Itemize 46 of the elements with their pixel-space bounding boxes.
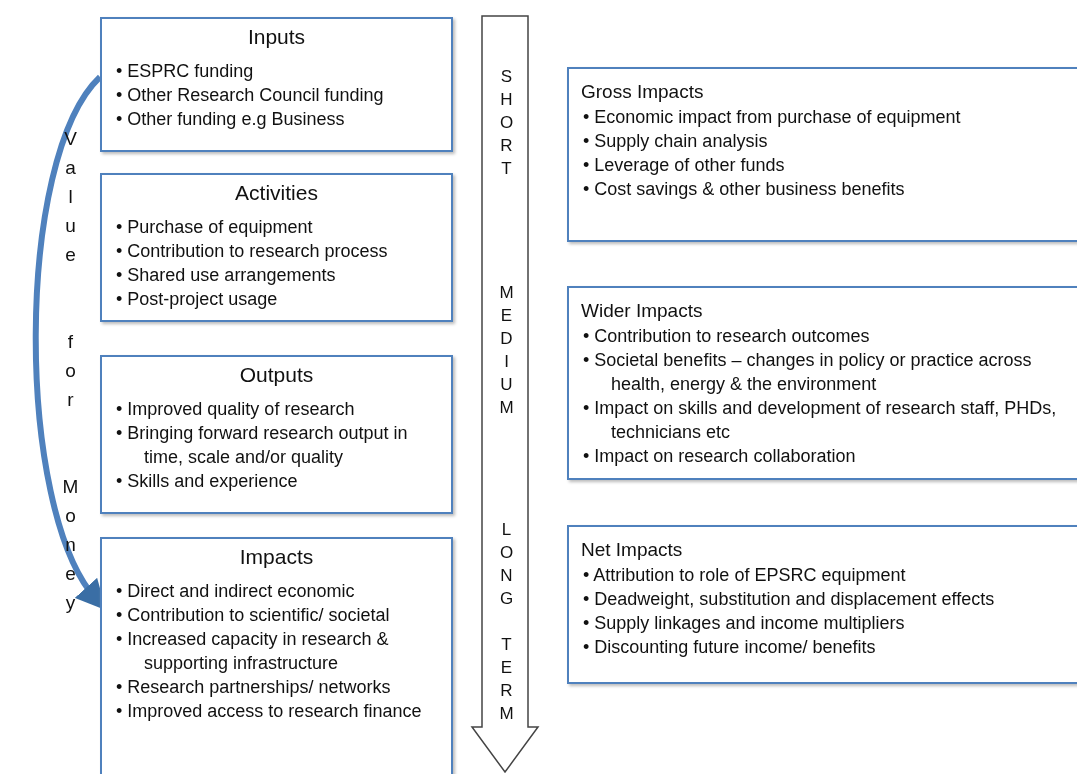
bullet-item: • Supply chain analysis <box>583 130 769 153</box>
bullet-item: • Impact on skills and development of research staff, PHDs, technicians etc <box>583 397 1058 444</box>
text-box <box>100 17 453 152</box>
time-label: LONG TERM <box>496 520 517 727</box>
bullet-item: • Deadweight, substitution and displacement effects <box>583 588 996 611</box>
bullet-item: • ESPRC funding <box>116 60 255 83</box>
box-heading: Outputs <box>238 363 315 387</box>
bullet-item: • Purchase of equipment <box>116 216 314 239</box>
box-heading: Activities <box>234 181 319 205</box>
text-box <box>567 67 1077 242</box>
bullet-item: • Impact on research collaboration <box>583 445 857 468</box>
bullet-item: • Contribution to scientific/ societal <box>116 604 391 627</box>
timeline-arrow <box>470 15 540 774</box>
bullet-item: • Cost savings & other business benefits <box>583 178 906 201</box>
bullet-item: • Societal benefits – changes in policy or practice across health, energy & the environment <box>583 349 1033 396</box>
bullet-item: • Economic impact from purchase of equipment <box>583 106 962 129</box>
bullet-item: • Supply linkages and income multipliers <box>583 612 906 635</box>
time-label: MEDIUM <box>496 283 517 421</box>
bullet-item: • Bringing forward research output in time, scale and/or quality <box>116 422 409 469</box>
edge-label: Value for Money <box>60 128 80 621</box>
bullet-item: • Other funding e.g Business <box>116 108 346 131</box>
box-heading: Inputs <box>246 25 307 49</box>
bullet-item: • Improved quality of research <box>116 398 356 421</box>
bullet-item: • Leverage of other funds <box>583 154 786 177</box>
text-box <box>100 173 453 322</box>
box-heading: Gross Impacts <box>581 81 705 103</box>
text-box <box>567 286 1077 480</box>
bullet-item: • Post-project usage <box>116 288 279 311</box>
bullet-item: • Increased capacity in research & supporting infrastructure <box>116 628 390 675</box>
text-box <box>567 525 1077 684</box>
text-box <box>100 537 453 774</box>
box-heading: Impacts <box>238 545 315 569</box>
bullet-item: • Contribution to research outcomes <box>583 325 871 348</box>
bullet-item: • Shared use arrangements <box>116 264 337 287</box>
box-heading: Net Impacts <box>581 539 684 561</box>
bullet-item: • Discounting future income/ benefits <box>583 636 877 659</box>
text-box <box>100 355 453 514</box>
bullet-item: • Research partnerships/ networks <box>116 676 392 699</box>
bullet-item: • Direct and indirect economic <box>116 580 356 603</box>
bullet-item: • Attribution to role of EPSRC equipment <box>583 564 907 587</box>
time-label: SHORT <box>496 67 517 182</box>
bullet-item: • Improved access to research finance <box>116 700 423 723</box>
box-heading: Wider Impacts <box>581 300 704 322</box>
bullet-item: • Contribution to research process <box>116 240 389 263</box>
bullet-item: • Other Research Council funding <box>116 84 385 107</box>
bullet-item: • Skills and experience <box>116 470 299 493</box>
